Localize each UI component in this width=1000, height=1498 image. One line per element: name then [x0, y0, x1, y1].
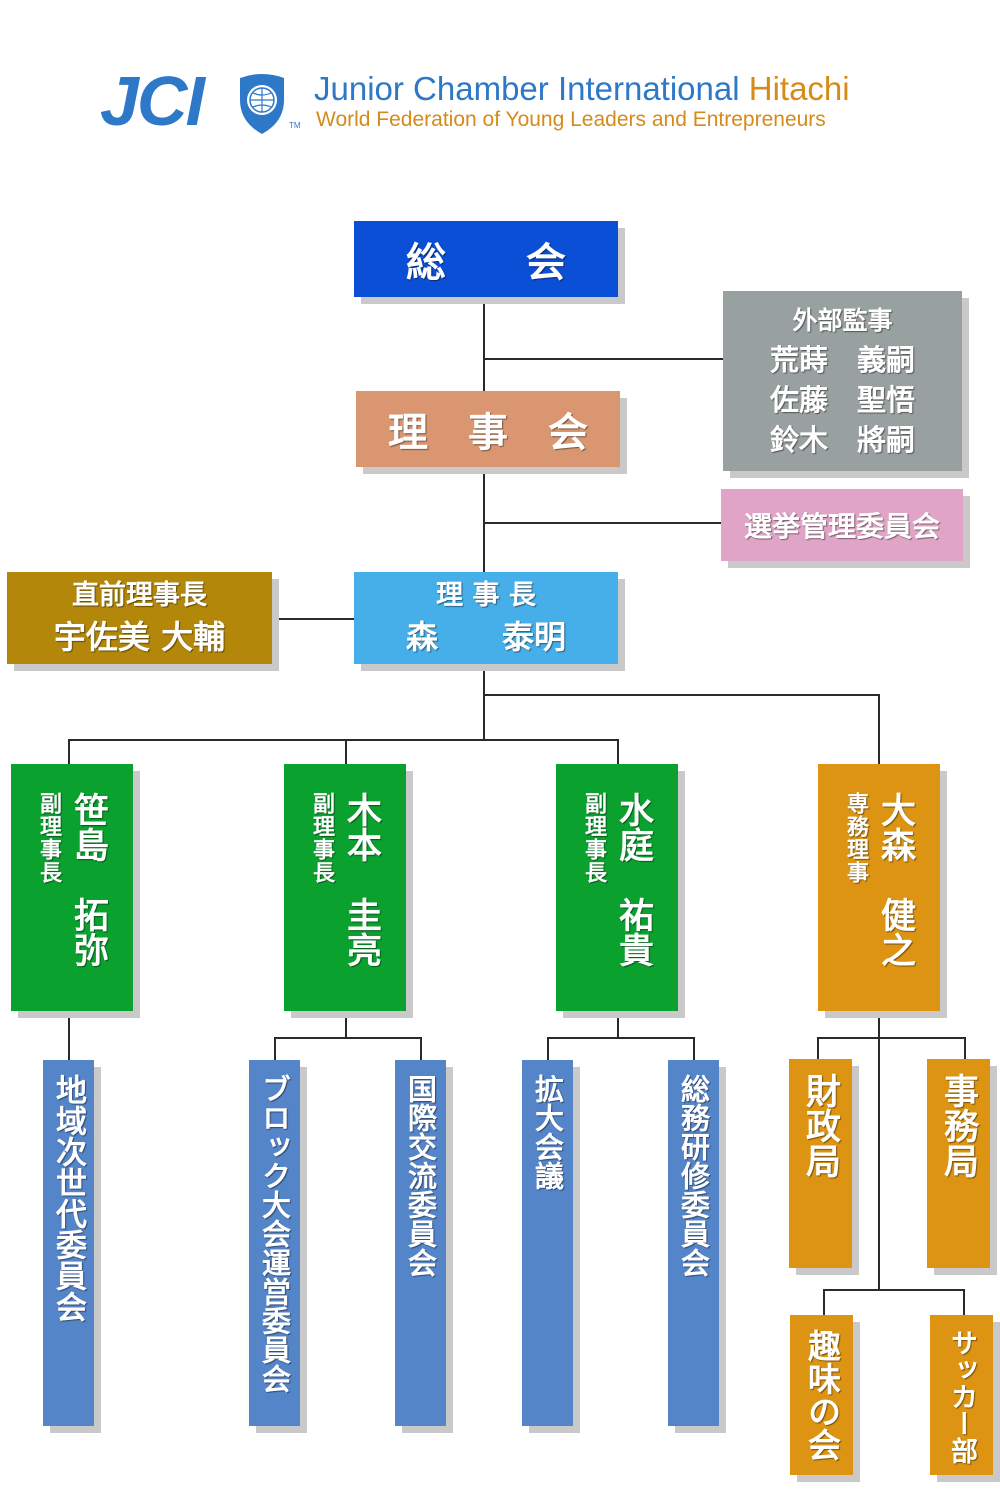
- department-label: 財政局: [800, 1073, 840, 1178]
- connector-line: [345, 1010, 347, 1038]
- president-title: 理 事 長: [436, 580, 536, 611]
- org-city: Hitachi: [748, 70, 850, 107]
- committee-label: 拡大会議: [530, 1074, 565, 1190]
- auditor-name: 荒蒔 義嗣: [769, 343, 915, 377]
- connector-line: [483, 466, 485, 572]
- org-name: Junior Chamber International Hitachi: [314, 70, 850, 108]
- connector-line: [483, 358, 723, 360]
- managing-director-role: 専務理事: [843, 792, 868, 884]
- auditor-name: 鈴木 將嗣: [769, 423, 915, 457]
- connector-line: [963, 1289, 965, 1315]
- connector-line: [420, 1037, 422, 1060]
- org-tagline: World Federation of Young Leaders and En…: [316, 108, 826, 131]
- managing-director-box: 専務理事 大森 健之: [818, 764, 940, 1011]
- connector-line: [345, 739, 347, 764]
- auditors-title: 外部監事: [792, 306, 893, 335]
- committee-bar: ブロック大会運営委員会: [249, 1060, 300, 1426]
- vice-president-name: 木本 圭亮: [341, 792, 381, 967]
- connector-line: [483, 694, 879, 696]
- vice-president-name: 笹島 拓弥: [68, 792, 108, 967]
- connector-line: [964, 1037, 966, 1059]
- committee-label: 地域次世代委員会: [50, 1074, 86, 1322]
- past-president-box: 直前理事長 宇佐美 大輔: [7, 572, 272, 664]
- committee-label: 総務研修委員会: [676, 1074, 711, 1277]
- committee-bar: 国際交流委員会: [395, 1060, 446, 1426]
- vice-president-role: 副理事長: [309, 792, 334, 884]
- general-assembly-label: 総 会: [406, 240, 566, 286]
- connector-line: [547, 1037, 549, 1060]
- vice-president-box: 副理事長 水庭 祐貴: [556, 764, 678, 1011]
- department-bar: 趣味の会: [790, 1315, 853, 1475]
- department-label: サッカー部: [946, 1329, 977, 1464]
- department-bar: 財政局: [789, 1059, 852, 1268]
- committee-bar: 総務研修委員会: [668, 1060, 719, 1426]
- committee-bar: 拡大会議: [522, 1060, 573, 1426]
- connector-line: [274, 1037, 276, 1060]
- committee-label: ブロック大会運営委員会: [257, 1074, 292, 1393]
- auditor-name: 佐藤 聖悟: [769, 383, 915, 417]
- managing-director-name: 大森 健之: [875, 792, 915, 967]
- connector-line: [68, 739, 618, 741]
- committee-bar: 地域次世代委員会: [43, 1060, 94, 1426]
- department-label: 趣味の会: [802, 1329, 842, 1461]
- connector-line: [823, 1289, 965, 1291]
- connector-line: [823, 1289, 825, 1315]
- connector-line: [617, 739, 619, 764]
- connector-line: [693, 1037, 695, 1060]
- connector-line: [547, 1037, 694, 1039]
- auditors-box: 外部監事 荒蒔 義嗣 佐藤 聖悟 鈴木 將嗣: [723, 291, 962, 471]
- department-label: 事務局: [938, 1073, 978, 1178]
- vice-president-name: 水庭 祐貴: [613, 792, 653, 967]
- connector-line: [274, 1037, 421, 1039]
- connector-line: [617, 1010, 619, 1038]
- board-label: 理 事 会: [388, 410, 588, 456]
- connector-line: [878, 694, 880, 764]
- vice-president-box: 副理事長 笹島 拓弥: [11, 764, 133, 1011]
- board-box: 理 事 会: [356, 391, 620, 467]
- connector-line: [817, 1037, 966, 1039]
- vice-president-role: 副理事長: [581, 792, 606, 884]
- past-president-name: 宇佐美 大輔: [53, 618, 226, 656]
- jci-shield-icon: [240, 74, 284, 134]
- connector-line: [272, 618, 354, 620]
- department-bar: 事務局: [927, 1059, 990, 1268]
- connector-line: [483, 296, 485, 398]
- jci-logo-text: JCI: [100, 62, 205, 140]
- president-box: 理 事 長 森 泰明: [354, 572, 618, 664]
- committee-label: 国際交流委員会: [403, 1074, 438, 1277]
- connector-line: [483, 522, 721, 524]
- org-name-main: Junior Chamber International: [314, 70, 740, 107]
- election-committee-box: 選挙管理委員会: [721, 489, 963, 561]
- connector-line: [878, 1010, 880, 1290]
- connector-line: [817, 1037, 819, 1059]
- trademark-mark: TM: [289, 121, 301, 130]
- president-name: 森 泰明: [405, 618, 566, 656]
- vice-president-box: 副理事長 木本 圭亮: [284, 764, 406, 1011]
- connector-line: [483, 664, 485, 740]
- election-committee-label: 選挙管理委員会: [743, 510, 940, 543]
- connector-line: [68, 739, 70, 764]
- department-bar: サッカー部: [930, 1315, 993, 1475]
- general-assembly-box: 総 会: [354, 221, 618, 297]
- past-president-title: 直前理事長: [72, 580, 207, 611]
- vice-president-role: 副理事長: [36, 792, 61, 884]
- connector-line: [68, 1010, 70, 1060]
